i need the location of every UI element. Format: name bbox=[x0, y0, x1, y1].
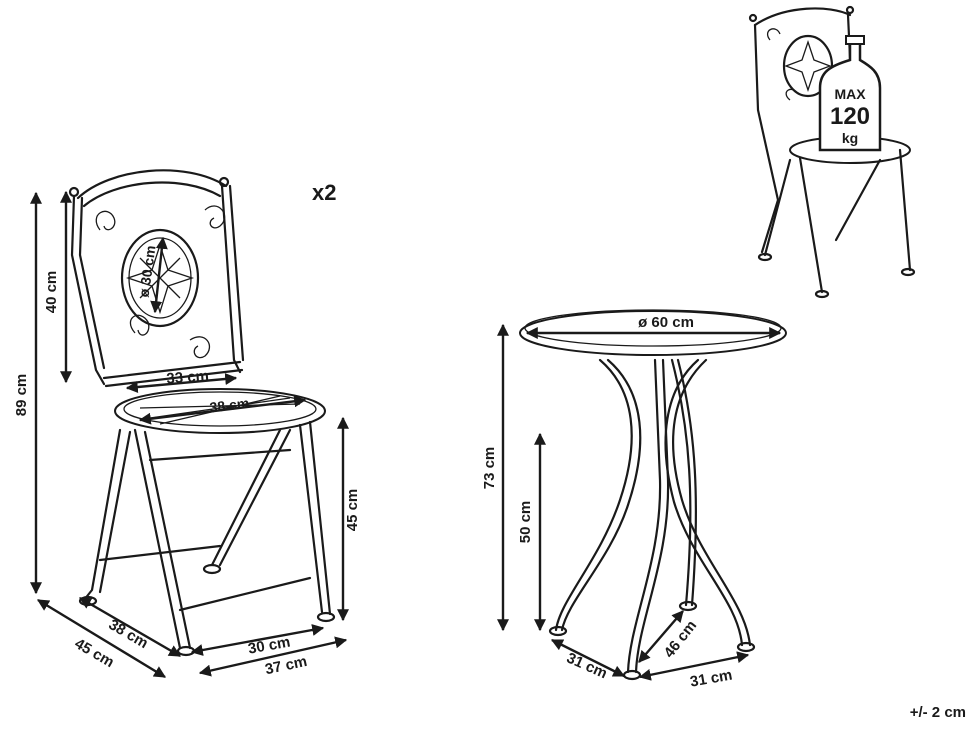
backrest-height-label: 40 cm bbox=[43, 271, 60, 314]
max-load-weight-badge: MAX 120 kg bbox=[818, 35, 882, 152]
table-foot-right-label: 31 cm bbox=[689, 667, 734, 691]
tolerance-note: +/- 2 cm bbox=[910, 704, 966, 721]
chair-height-label: 89 cm bbox=[13, 374, 30, 417]
max-load-line3: kg bbox=[842, 130, 858, 146]
overall-depth-label: 45 cm bbox=[72, 635, 117, 671]
table-foot-left-label: 31 cm bbox=[564, 649, 610, 682]
max-load-line2: 120 bbox=[830, 103, 870, 130]
mosaic-diameter-label: ø 30 cm bbox=[135, 244, 158, 298]
table-top-diameter-label: ø 60 cm bbox=[638, 314, 694, 331]
chair-load-illustration bbox=[748, 5, 916, 299]
table-drawing bbox=[519, 309, 787, 681]
backrest-width-label: 33 cm bbox=[166, 368, 210, 388]
quantity-label: x2 bbox=[312, 180, 336, 205]
base-depth-label: 38 cm bbox=[106, 616, 151, 652]
table-leg-height-label: 50 cm bbox=[517, 501, 534, 544]
table-dimension-lines bbox=[497, 323, 782, 681]
seat-height-label: 45 cm bbox=[344, 489, 361, 532]
seat-diameter-label: 38 cm bbox=[209, 395, 250, 416]
chair-dimension-lines bbox=[30, 190, 349, 679]
table-foot-diagonal-label: 46 cm bbox=[661, 617, 701, 661]
table-height-label: 73 cm bbox=[481, 447, 498, 490]
max-load-line1: MAX bbox=[834, 86, 866, 102]
